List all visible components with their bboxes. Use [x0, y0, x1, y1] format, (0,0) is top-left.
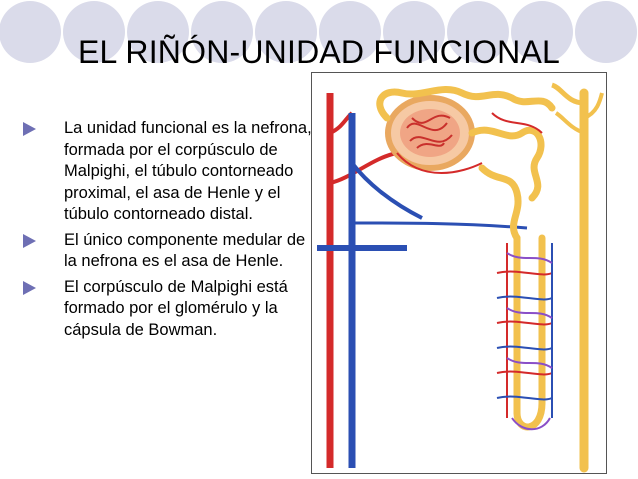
bullet-list: La unidad funcional es la nefrona, forma… [22, 118, 314, 345]
nephron-illustration [317, 82, 604, 473]
bullet-item: La unidad funcional es la nefrona, forma… [22, 118, 314, 226]
bullet-text: La unidad funcional es la nefrona, forma… [64, 119, 312, 223]
triangle-bullet-icon [23, 280, 36, 295]
triangle-bullet-icon [23, 233, 36, 248]
bullet-item: El corpúsculo de Malpighi está formado p… [22, 277, 314, 342]
bullet-item: El único componente medular de la nefron… [22, 230, 314, 273]
bullet-text: El único componente medular de la nefron… [64, 230, 306, 271]
slide-title: EL RIÑÓN-UNIDAD FUNCIONAL [77, 34, 561, 70]
bullet-text: El corpúsculo de Malpighi está formado p… [64, 277, 288, 339]
decorative-circles [0, 1, 637, 63]
nephron-figure [311, 72, 607, 474]
triangle-bullet-icon [23, 122, 36, 136]
